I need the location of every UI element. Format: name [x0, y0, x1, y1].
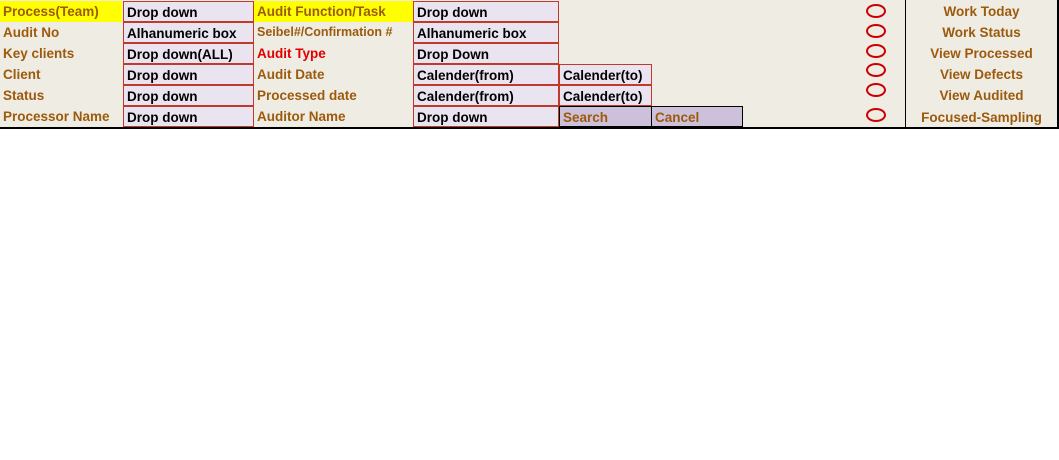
radio-view-defects-icon[interactable]: [866, 63, 886, 77]
audit-no-input[interactable]: Alhanumeric box: [123, 22, 254, 43]
processor-name-dropdown[interactable]: Drop down: [123, 106, 254, 127]
audit-no-label: Audit No: [3, 25, 60, 40]
seibel-confirmation-label: Seibel#/Confirmation #: [257, 25, 393, 39]
client-dropdown[interactable]: Drop down: [123, 64, 254, 85]
nav-focused-sampling[interactable]: Focused-Sampling: [921, 110, 1042, 125]
auditor-name-dropdown[interactable]: Drop down: [413, 106, 559, 127]
radio-work-status-icon[interactable]: [866, 24, 886, 38]
status-label: Status: [3, 88, 45, 103]
audit-date-to[interactable]: Calender(to): [559, 64, 652, 85]
seibel-confirmation-input[interactable]: Alhanumeric box: [413, 22, 559, 43]
auditor-name-label: Auditor Name: [257, 109, 346, 124]
column-divider: [905, 0, 906, 127]
audit-type-dropdown[interactable]: Drop Down: [413, 43, 559, 64]
client-label: Client: [3, 67, 41, 82]
audit-date-label: Audit Date: [257, 67, 325, 82]
audit-date-from[interactable]: Calender(from): [413, 64, 559, 85]
radio-view-audited-icon[interactable]: [866, 83, 886, 97]
nav-work-today[interactable]: Work Today: [943, 4, 1020, 19]
nav-view-defects[interactable]: View Defects: [939, 67, 1024, 82]
radio-focused-sampling-icon[interactable]: [866, 108, 886, 122]
radio-view-processed-icon[interactable]: [866, 44, 886, 58]
audit-function-label: Audit Function/Task: [254, 1, 413, 22]
radio-work-today-icon[interactable]: [866, 4, 886, 18]
processed-date-label: Processed date: [257, 88, 357, 103]
processor-name-label: Processor Name: [3, 109, 110, 124]
processed-date-to[interactable]: Calender(to): [559, 85, 652, 106]
search-button[interactable]: Search: [559, 106, 652, 127]
cancel-button[interactable]: Cancel: [651, 106, 743, 127]
process-team-label: Process(Team): [0, 1, 122, 22]
audit-type-label: Audit Type: [257, 46, 326, 61]
nav-view-processed[interactable]: View Processed: [930, 46, 1033, 61]
key-clients-label: Key clients: [3, 46, 75, 61]
audit-search-panel: Process(Team) Drop down Audit Function/T…: [0, 0, 1059, 129]
nav-view-audited[interactable]: View Audited: [939, 88, 1024, 103]
status-dropdown[interactable]: Drop down: [123, 85, 254, 106]
processed-date-from[interactable]: Calender(from): [413, 85, 559, 106]
process-team-dropdown[interactable]: Drop down: [123, 1, 254, 22]
key-clients-dropdown[interactable]: Drop down(ALL): [123, 43, 254, 64]
nav-work-status[interactable]: Work Status: [942, 25, 1021, 40]
audit-function-dropdown[interactable]: Drop down: [413, 1, 559, 22]
